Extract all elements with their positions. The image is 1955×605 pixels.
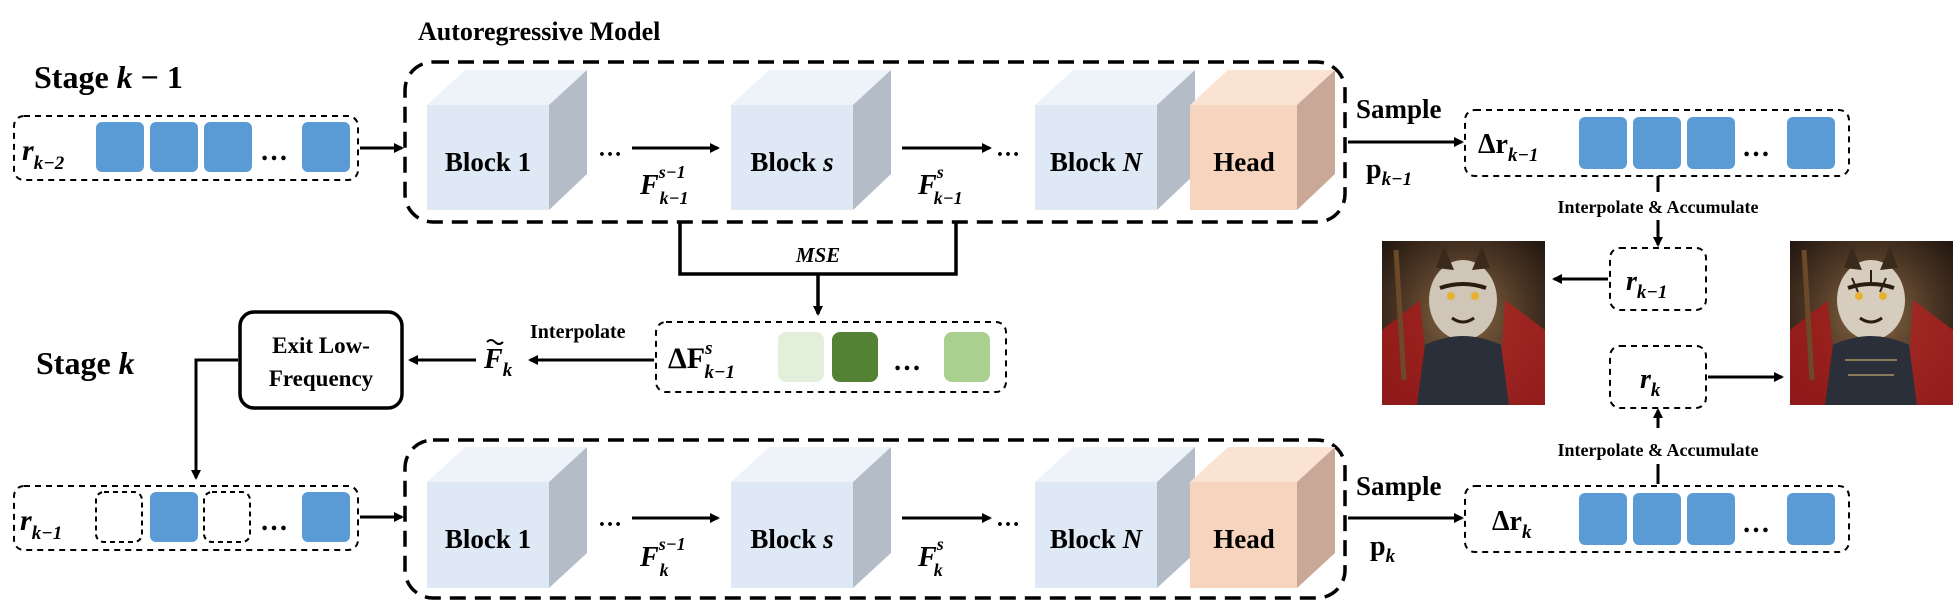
- block-N-top: Block N: [1035, 70, 1195, 210]
- ellipsis: …: [893, 346, 921, 377]
- block-1-top: Block 1: [427, 70, 587, 210]
- token: [204, 122, 252, 172]
- head-top: Head: [1190, 70, 1335, 210]
- svg-text:Block s: Block s: [750, 147, 833, 177]
- exit-low-frequency-box: Exit Low- Frequency: [238, 310, 404, 410]
- block-N-bottom: Block N: [1035, 447, 1195, 588]
- p-km1-label: pk−1: [1366, 154, 1412, 190]
- mse-label: MSE: [795, 243, 840, 267]
- tilde-mark: [486, 339, 504, 345]
- svg-text:Block s: Block s: [750, 524, 833, 554]
- r-km1-box: rk−1: [1609, 247, 1707, 311]
- token: [1633, 493, 1681, 545]
- svg-text:Block N: Block N: [1050, 524, 1144, 554]
- ellipsis: …: [598, 136, 622, 162]
- svg-text:Head: Head: [1213, 524, 1275, 554]
- head-bottom: Head: [1190, 447, 1335, 588]
- ellipsis: …: [996, 136, 1020, 162]
- tiger-warrior-image-refined: [1790, 241, 1953, 405]
- token: [1579, 117, 1627, 169]
- svg-text:Exit Low-: Exit Low-: [272, 333, 370, 358]
- ellipsis: …: [1742, 132, 1770, 163]
- r-km2-label: rk−2: [22, 134, 65, 174]
- token: [1787, 493, 1835, 545]
- stage-bottom-label: Stage k: [36, 345, 135, 381]
- arrow: [191, 358, 238, 480]
- token: [150, 492, 198, 542]
- empty-token: [95, 491, 143, 543]
- autoregressive-model-top: [403, 60, 1347, 224]
- autoregressive-model-bottom: [403, 438, 1347, 600]
- feature-token: [832, 332, 878, 382]
- svg-text:Δrk: Δrk: [1492, 506, 1532, 543]
- ellipsis: …: [260, 506, 288, 537]
- token: [1687, 493, 1735, 545]
- token: [1579, 493, 1627, 545]
- block-s-top: Block s: [731, 70, 891, 210]
- feature-token: [944, 332, 990, 382]
- svg-text:Frequency: Frequency: [269, 366, 374, 391]
- sample-label-bottom: Sample: [1356, 471, 1442, 501]
- token: [150, 122, 198, 172]
- svg-text:Block 1: Block 1: [445, 524, 531, 554]
- svg-text:rk−1: rk−1: [1626, 266, 1667, 303]
- svg-text:Block 1: Block 1: [445, 147, 531, 177]
- F-tilde-k-label: Fk: [483, 344, 513, 381]
- svg-text:Block N: Block N: [1050, 147, 1144, 177]
- token: [1787, 117, 1835, 169]
- r-k-box: rk: [1609, 345, 1707, 409]
- p-k-label: pk: [1370, 531, 1396, 567]
- block-1-bottom: Block 1: [427, 447, 587, 588]
- interpolate-label: Interpolate: [530, 321, 626, 343]
- interp-accumulate-label-bottom: Interpolate & Accumulate: [1558, 440, 1759, 460]
- input-tokens-top: rk−2 …: [13, 115, 359, 181]
- token: [302, 492, 350, 542]
- svg-text:rk: rk: [1640, 364, 1661, 401]
- feature-token: [778, 332, 824, 382]
- ellipsis: …: [260, 136, 288, 167]
- delta-r-km1-tokens: Δrk−1 …: [1464, 109, 1850, 177]
- svg-text:Δrk−1: Δrk−1: [1478, 129, 1539, 166]
- input-tokens-bottom: rk−1 …: [13, 485, 359, 551]
- token: [96, 122, 144, 172]
- svg-text:Head: Head: [1213, 147, 1275, 177]
- model-title: Autoregressive Model: [418, 17, 660, 46]
- stage-top-label: Stage k − 1: [34, 59, 183, 95]
- empty-token: [203, 491, 251, 543]
- ellipsis: …: [1742, 508, 1770, 539]
- r-km1-label: rk−1: [20, 504, 62, 544]
- block-s-bottom: Block s: [731, 447, 891, 588]
- ellipsis: …: [598, 506, 622, 532]
- token: [1687, 117, 1735, 169]
- ellipsis: …: [996, 506, 1020, 532]
- interp-accumulate-label-top: Interpolate & Accumulate: [1558, 197, 1759, 217]
- tiger-warrior-image-low-frequency: [1382, 241, 1545, 405]
- sample-label-top: Sample: [1356, 94, 1442, 124]
- token: [1633, 117, 1681, 169]
- token: [302, 122, 350, 172]
- delta-r-k-tokens: Δrk …: [1464, 485, 1850, 553]
